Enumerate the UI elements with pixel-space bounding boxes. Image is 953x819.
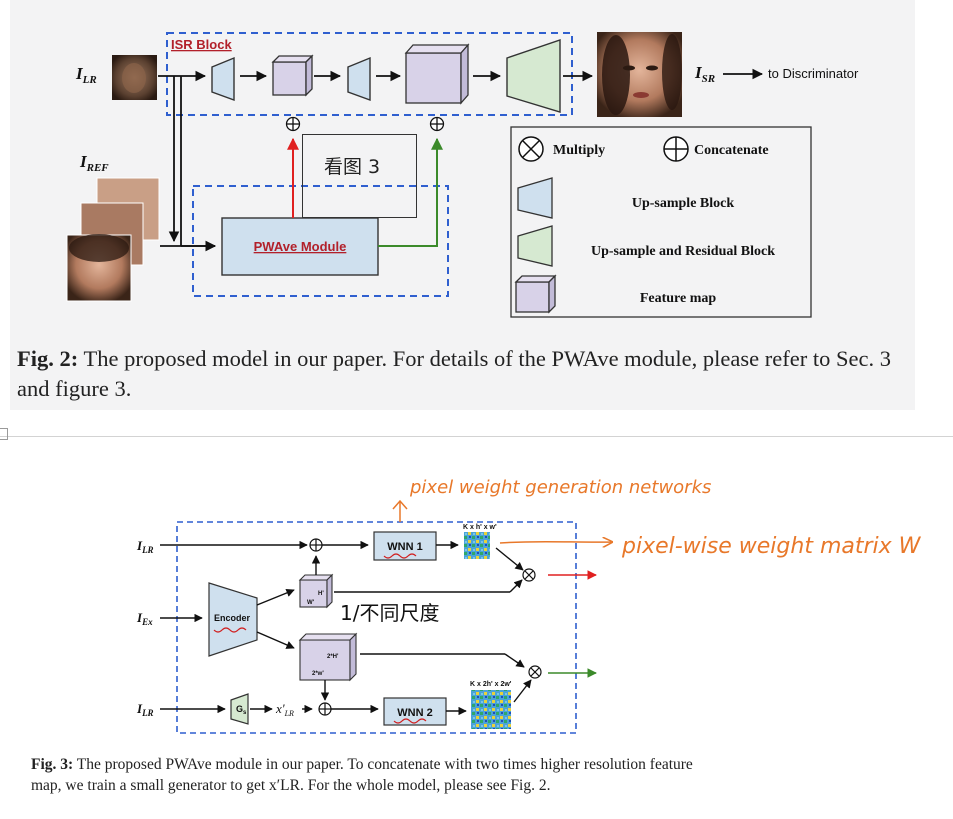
feat1-h-label: H' [318, 591, 324, 597]
gs-label: Gs [236, 704, 247, 716]
sr-face-eye-right [646, 65, 658, 71]
fig3-caption-text: The proposed PWAve module in our paper. … [31, 756, 693, 794]
fig3-i-lr-bottom: ILR [136, 701, 154, 718]
i-ref-label: IREF [79, 152, 109, 174]
wnn2-underline [393, 718, 427, 724]
pwave-module-block [221, 217, 379, 276]
weight-matrix-2 [471, 690, 511, 729]
annotation-scale-note: 1/不同尺度 [340, 601, 439, 625]
legend-feature-icon [514, 274, 557, 314]
annotation-pixel-weight-networks: pixel weight generation networks [409, 477, 711, 498]
concatenate-icon [663, 136, 689, 162]
fig3-caption: Fig. 3: The proposed PWAve module in our… [31, 754, 711, 796]
encoder-label: Encoder [214, 613, 251, 623]
green-arrow-up [378, 137, 443, 247]
feature-map-2 [404, 43, 470, 105]
weight-dims-1: K x h' x w' [463, 524, 497, 531]
weight-dims-2: K x 2h' x 2w' [470, 681, 512, 688]
note-text: 看图 3 [324, 156, 381, 178]
table-handle-icon[interactable] [0, 428, 8, 440]
note-box [302, 134, 417, 218]
i-lr-label: ILR [75, 64, 97, 86]
weight-matrix-1 [464, 532, 490, 559]
annotation-right-arrow [499, 542, 612, 543]
legend-multiply: Multiply [553, 143, 605, 158]
fig3-multiply-1 [522, 568, 536, 582]
wnn2-block [383, 697, 447, 726]
x-lr-label: x'LR [275, 701, 294, 718]
fig3-i-ex: IEx [136, 610, 153, 627]
legend-upsample-residual: Up-sample and Residual Block [591, 244, 775, 259]
fig3-feature-1 [298, 573, 334, 609]
concat-icon-1 [285, 116, 301, 132]
i-sr-label: ISR [694, 63, 715, 85]
legend-box [510, 126, 812, 318]
annotation-top-arrowhead [392, 499, 408, 510]
feat2-to-mult-end [504, 653, 525, 668]
feat2-h-label: 2*H' [327, 654, 339, 660]
wnn1-block [373, 531, 437, 561]
pwave-module-label: PWAve Module [254, 239, 347, 254]
isr-block-label: ISR Block [171, 37, 232, 52]
encoder-underline [213, 627, 247, 633]
legend-upsample-block: Up-sample Block [632, 196, 735, 211]
upsample-block-1 [211, 56, 235, 101]
concat-icon-2 [429, 116, 445, 132]
pwave-frame [192, 185, 449, 297]
feature-map-1 [271, 54, 314, 97]
encoder-to-feat1 [256, 588, 295, 606]
fig3-concat-top [309, 538, 323, 552]
legend-residual-icon [517, 225, 553, 267]
upsample-block-2 [347, 56, 371, 101]
fig3-concat-bottom [318, 702, 332, 716]
weights2-to-mult [513, 679, 532, 703]
annotation-pixel-weight-matrix: pixel-wise weight matrix W [621, 534, 922, 559]
wnn1-label: WNN 1 [387, 541, 422, 553]
sr-face-hair [602, 35, 630, 115]
fig3-frame [176, 521, 577, 734]
isr-block-frame [166, 32, 573, 116]
gs-block [230, 693, 249, 725]
fig2-caption-text: The proposed model in our paper. For det… [17, 346, 891, 401]
fig2-caption: Fig. 2: The proposed model in our paper.… [17, 344, 917, 404]
legend-feature-map: Feature map [640, 291, 717, 306]
encoder-block [208, 582, 258, 657]
fig3-i-lr-top: ILR [136, 538, 154, 555]
sr-face-mouth [633, 92, 649, 98]
sr-face-eye-left [623, 65, 635, 71]
to-discriminator-label: to Discriminator [768, 66, 859, 81]
fig3-multiply-2 [528, 665, 542, 679]
feat1-w-label: W' [307, 600, 315, 606]
wnn1-underline [383, 553, 417, 559]
fig2-diagram: ISR Block ILR [66, 32, 859, 318]
page-divider [0, 436, 953, 437]
fig3-caption-label: Fig. 3: [31, 756, 74, 773]
legend-concatenate: Concatenate [694, 143, 769, 158]
fig3-diagram: pixel weight generation networks pixel-w… [136, 477, 922, 734]
fig2-caption-label: Fig. 2: [17, 346, 79, 371]
lr-face-detail [122, 63, 146, 93]
encoder-to-feat2 [256, 631, 295, 649]
weights1-to-mult [495, 547, 524, 571]
multiply-icon [518, 136, 544, 162]
sr-face-hair-right [662, 34, 682, 110]
legend-upsample-icon [517, 177, 553, 219]
wnn2-label: WNN 2 [397, 707, 432, 719]
feat2-w-label: 2*w' [312, 671, 324, 677]
fig3-feature-2 [298, 632, 358, 682]
upsample-residual-block [506, 39, 561, 113]
feat1-to-mult-end [509, 579, 523, 593]
ref-face-1-hair [69, 234, 129, 262]
